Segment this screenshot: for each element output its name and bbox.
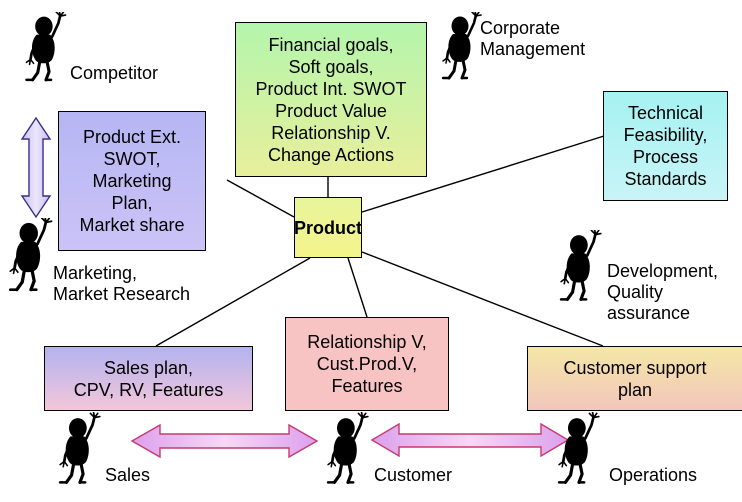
relationship-box: Relationship V, Cust.Prod.V, Features [285, 317, 449, 411]
competitor-label: Competitor [70, 63, 158, 84]
box-line: Marketing [92, 171, 172, 191]
customer-label: Customer [374, 465, 452, 486]
connector-technical [361, 135, 605, 213]
label-line: Market Research [53, 284, 191, 304]
box-line: Cust.Prod.V, [316, 354, 418, 374]
customer-figure-icon [326, 412, 370, 485]
box-line: Market share [79, 215, 185, 235]
label-line: Operations [609, 465, 698, 485]
label-line: Corporate [480, 18, 561, 38]
operations-label: Operations [609, 465, 697, 486]
operations-figure-icon [557, 412, 601, 485]
box-line: Standards [624, 169, 707, 189]
sales-customer-arrow [130, 423, 319, 459]
box-line: Financial goals, [268, 34, 394, 55]
connector-product-ext [226, 179, 295, 218]
financial-goals-box: Financial goals, Soft goals, Product Int… [235, 22, 427, 177]
box-line: Features [331, 376, 403, 396]
box-line: Product Int. SWOT [255, 78, 407, 99]
competitor-figure-icon [24, 12, 68, 82]
sales-plan-box: Sales plan, CPV, RV, Features [44, 346, 253, 411]
corporate-label: Corporate Management [480, 18, 585, 60]
box-line: Process [632, 147, 699, 167]
technical-feasibility-box: Technical Feasibility, Process Standards [603, 91, 728, 201]
customer-support-box: Customer support plan [527, 346, 742, 411]
box-line: SWOT, [103, 149, 161, 169]
sales-label: Sales [105, 465, 150, 486]
box-line: Relationship V, [307, 332, 427, 352]
label-line: Development, [607, 261, 719, 281]
box-line: Product Value [275, 100, 387, 121]
connector-sales-plan [155, 257, 311, 347]
label-line: Quality [607, 282, 664, 302]
box-line: plan [617, 379, 653, 400]
box-line: Plan, [111, 193, 153, 213]
box-line: Soft goals, [288, 56, 374, 77]
box-line: Relationship V. [271, 122, 391, 143]
box-line: Customer support [563, 357, 707, 378]
label-line: Management [480, 39, 586, 59]
box-line: Technical [627, 103, 704, 123]
customer-operations-arrow [370, 422, 570, 458]
label-line: Marketing, [53, 263, 138, 283]
connector-relationship [347, 257, 368, 318]
label-line: Sales [105, 465, 151, 485]
box-line: CPV, RV, Features [73, 379, 224, 400]
product-box: Product [294, 197, 362, 258]
development-label: Development, Quality assurance [607, 261, 718, 324]
product-ext-swot-box: Product Ext. SWOT, Marketing Plan, Marke… [58, 111, 206, 251]
label-line: Competitor [70, 63, 159, 83]
box-line: Feasibility, [623, 125, 708, 145]
box-line: Change Actions [267, 144, 395, 165]
marketing-label: Marketing, Market Research [53, 263, 190, 305]
label-line: assurance [607, 303, 691, 323]
corporate-figure-icon [441, 12, 483, 80]
connector-customer-support [361, 251, 604, 347]
label-line: Customer [374, 465, 453, 485]
box-line: Product [294, 217, 363, 238]
box-line: Product Ext. [82, 127, 182, 147]
development-figure-icon [559, 230, 603, 301]
box-line: Sales plan, [103, 357, 194, 378]
marketing-figure-icon [8, 218, 54, 292]
sales-figure-icon [58, 412, 102, 485]
competitor-marketing-arrow [20, 116, 52, 219]
